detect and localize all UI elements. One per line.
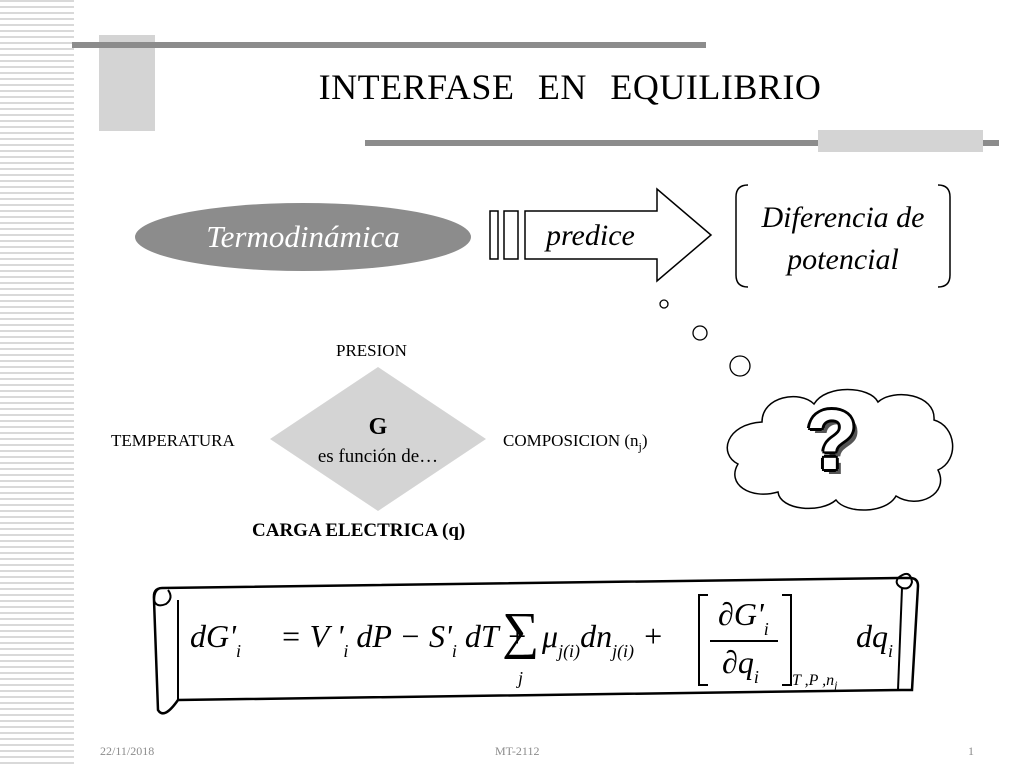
formula-dn: dn	[580, 618, 613, 654]
thought-cloud	[726, 388, 954, 511]
formula-dq-sub: i	[888, 641, 894, 661]
formula-tpn: T ,P ,n	[792, 672, 835, 689]
label-presion: PRESION	[336, 341, 407, 360]
formula-numerator: ∂G'i	[718, 596, 769, 640]
composicion-sub: j	[638, 439, 642, 454]
decor-square-left	[99, 35, 155, 131]
formula-dq-text: dq	[856, 618, 888, 654]
formula-bracket-sub: T ,P ,nj	[792, 672, 837, 693]
formula-dg-sub: i	[235, 641, 241, 661]
formula-dt: dT +	[464, 618, 528, 654]
formula-mu-sub: j(i)	[558, 641, 581, 661]
label-temperatura: TEMPERATURA	[111, 431, 235, 450]
ellipse-label: Termodinámica	[206, 219, 400, 254]
label-carga-electrica: CARGA ELECTRICA (q)	[252, 520, 466, 541]
thought-bubbles	[659, 299, 751, 377]
g-diamond	[270, 367, 486, 511]
box-line2: potencial	[787, 243, 899, 276]
left-stripe-band	[0, 0, 74, 768]
diamond-symbol: G	[368, 414, 388, 440]
formula-lhs: dG'i	[190, 618, 241, 662]
composicion-main: COMPOSICION (n	[503, 431, 639, 450]
bracket-shape	[735, 184, 951, 288]
diamond-text: es función de…	[317, 446, 439, 467]
formula-sum-index: j	[518, 668, 524, 688]
formula-num-sub: i	[763, 619, 769, 639]
decor-square-right	[818, 130, 983, 152]
formula-dq: dqi	[856, 618, 893, 662]
formula-plus: +	[642, 618, 664, 654]
box-text: Diferencia de potencial	[732, 197, 954, 281]
formula-num: ∂G'	[718, 596, 764, 632]
question-mark: ?	[806, 393, 858, 487]
diferencia-potencial-box: Diferencia de potencial	[732, 183, 954, 289]
termodinamica-ellipse: Termodinámica	[135, 203, 471, 271]
formula-sum: ∑	[502, 603, 540, 660]
formula-dg: dG'	[190, 618, 236, 654]
formula-eq-v: = V '	[280, 618, 344, 654]
formula-s-sub: i	[451, 641, 457, 661]
decor-line-bottom	[365, 140, 999, 146]
predice-arrow	[489, 187, 713, 283]
formula-bracket: ∂G'i ∂qi	[698, 594, 792, 688]
box-line1: Diferencia de	[761, 201, 925, 234]
formula-den: ∂q	[722, 644, 754, 680]
formula-vdp: = V 'i dP − S'i dT +	[280, 618, 528, 662]
arrow-label: predice	[546, 219, 635, 252]
decor-line-top	[72, 42, 706, 48]
formula-tpn-j: j	[834, 678, 838, 692]
formula-den-sub: i	[753, 667, 759, 687]
formula-dn-sub: j(i)	[612, 641, 635, 661]
gibbs-formula: dG'i = V 'i dP − S'i dT + ∑ j μj(i)dnj(i…	[190, 592, 910, 702]
footer-code: MT-2112	[495, 744, 540, 758]
footer-date: 22/11/2018	[100, 744, 155, 758]
formula-dp-s: dP − S'	[356, 618, 452, 654]
formula-mu: μ	[542, 618, 559, 654]
formula-mu-dn: μj(i)dnj(i) +	[542, 618, 664, 662]
footer-page-number: 1	[968, 744, 974, 758]
composicion-end: )	[641, 431, 648, 450]
formula-denominator: ∂qi	[722, 644, 759, 688]
slide-title: INTERFASE EN EQUILIBRIO	[318, 67, 822, 107]
formula-scroll	[152, 572, 920, 715]
label-composicion: COMPOSICION (nj)	[503, 431, 648, 454]
formula-v-sub: i	[343, 641, 349, 661]
